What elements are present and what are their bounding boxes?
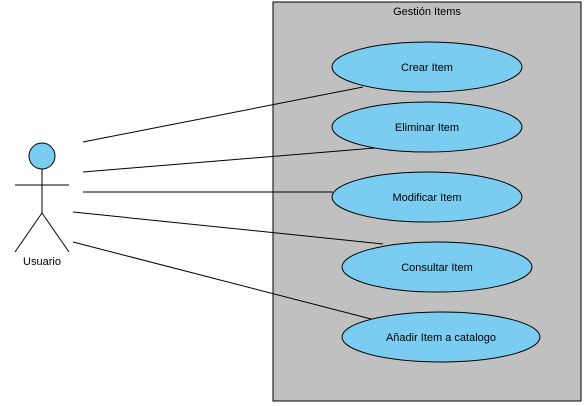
actor-head — [28, 142, 56, 170]
actor-label: Usuario — [23, 256, 61, 268]
use-case-crear-item[interactable]: Crear Item — [331, 41, 523, 93]
use-case-label: Eliminar Item — [395, 122, 459, 134]
association-consultar — [72, 211, 384, 245]
association-crear — [82, 86, 364, 143]
associations — [72, 86, 384, 321]
association-eliminar — [82, 147, 376, 173]
use-case-eliminar-item[interactable]: Eliminar Item — [331, 101, 523, 153]
actor-right-leg — [41, 212, 70, 253]
system-title: Gestión Items — [393, 6, 461, 18]
use-case-label: Consultar Item — [401, 262, 473, 274]
use-case-label: Modificar Item — [392, 192, 461, 204]
use-case-label: Añadir Item a catalogo — [386, 332, 496, 344]
use-case-modificar-item[interactable]: Modificar Item — [331, 171, 523, 223]
association-anadir — [72, 241, 376, 321]
actor-left-leg — [14, 212, 43, 253]
use-case-anadir-item-catalogo[interactable]: Añadir Item a catalogo — [341, 311, 541, 363]
use-case-label: Crear Item — [401, 62, 453, 74]
actor-usuario[interactable] — [14, 142, 70, 253]
use-case-consultar-item[interactable]: Consultar Item — [341, 241, 533, 293]
